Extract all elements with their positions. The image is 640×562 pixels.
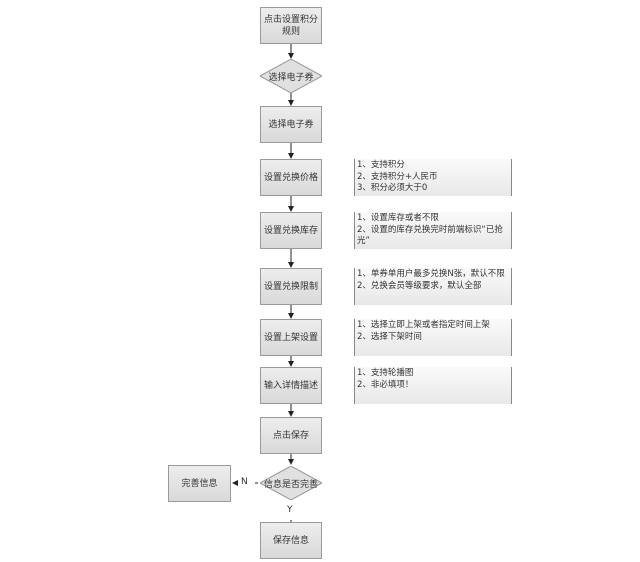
decision-label: 信息是否完善: [263, 479, 318, 490]
note-line: 2、支持积分+人民币: [357, 171, 438, 182]
note-limit: 1、单券单用户最多兑换N张，默认不限 2、兑换会员等级要求，默认全部: [354, 268, 512, 305]
note-line: 2、兑换会员等级要求，默认全部: [357, 280, 482, 291]
step-set-points-rule: 点击设置积分规则: [260, 7, 322, 44]
step-label: 点击保存: [272, 430, 309, 441]
step-label: 设置兑换库存: [263, 225, 318, 236]
note-stock: 1、设置库存或者不限 2、设置的库存兑换完时前端标识“已抢光”: [354, 212, 512, 249]
yes-label: Y: [287, 505, 293, 515]
decision-info-complete: 信息是否完善: [260, 466, 322, 500]
step-label: 完善信息: [181, 478, 218, 489]
note-price: 1、支持积分 2、支持积分+人民币 3、积分必须大于0: [354, 159, 512, 196]
note-shelf: 1、选择立即上架或者指定时间上架 2、选择下架时间: [354, 319, 512, 356]
decision-select-coupon: 选择电子券: [260, 59, 322, 93]
note-line: 1、单券单用户最多兑换N张，默认不限: [357, 269, 505, 279]
step-set-limit: 设置兑换限制: [260, 268, 322, 305]
step-set-stock: 设置兑换库存: [260, 212, 322, 249]
step-label: 设置兑换限制: [263, 281, 318, 292]
decision-label: 选择电子券: [268, 72, 314, 83]
step-complete-info: 完善信息: [168, 465, 231, 502]
step-label: 保存信息: [272, 535, 309, 546]
step-select-coupon: 选择电子券: [260, 106, 322, 143]
step-set-price: 设置兑换价格: [260, 159, 322, 196]
no-label: N: [241, 477, 248, 487]
note-line: 2、非必填项！: [357, 379, 414, 390]
step-label: 设置上架设置: [263, 332, 318, 343]
step-click-save: 点击保存: [260, 417, 322, 454]
step-shelf-settings: 设置上架设置: [260, 319, 322, 356]
note-line: 3、积分必须大于0: [357, 183, 428, 193]
note-line: 2、设置的库存兑换完时前端标识“已抢光”: [357, 224, 503, 247]
step-label: 输入详情描述: [263, 380, 318, 391]
step-save-info: 保存信息: [260, 522, 322, 559]
note-line: 1、支持轮播图: [357, 368, 414, 378]
step-label: 选择电子券: [268, 119, 314, 130]
note-line: 1、设置库存或者不限: [357, 213, 439, 223]
note-line: 1、选择立即上架或者指定时间上架: [357, 320, 490, 330]
note-description: 1、支持轮播图 2、非必填项！: [354, 367, 512, 404]
step-label: 设置兑换价格: [263, 172, 318, 183]
note-line: 2、选择下架时间: [357, 331, 422, 342]
note-line: 1、支持积分: [357, 160, 405, 170]
step-label: 点击设置积分规则: [263, 14, 318, 37]
step-enter-description: 输入详情描述: [260, 367, 322, 404]
